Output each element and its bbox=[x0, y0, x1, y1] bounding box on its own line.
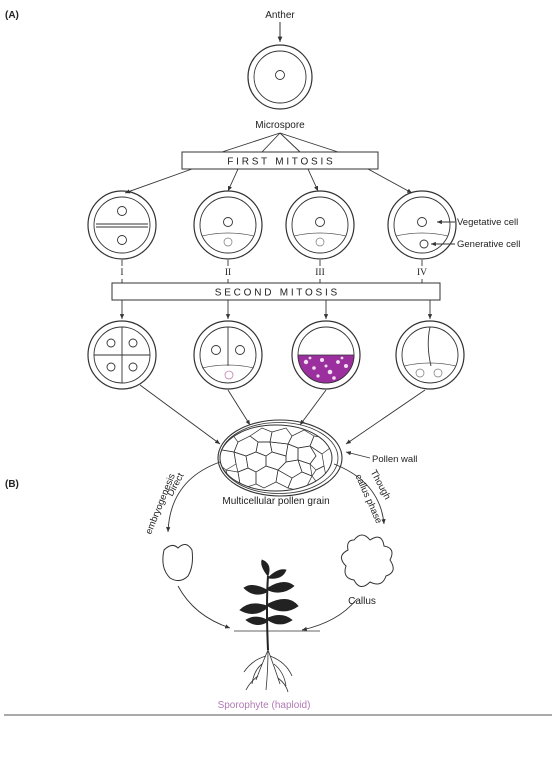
first-mitosis-box: F I R S T M I T O S I S bbox=[181, 151, 379, 170]
microspore-branch-lines bbox=[221, 132, 339, 153]
callus-shape bbox=[341, 534, 394, 587]
callus-phase-arc bbox=[333, 463, 386, 525]
row2-cell-iv bbox=[395, 320, 465, 390]
row1-cell-iii bbox=[285, 190, 355, 260]
direct-embryogenesis-arc bbox=[166, 461, 221, 533]
microspore-label: Microspore bbox=[255, 120, 305, 131]
second-mitosis-label: S E C O N D M I T O S I S bbox=[215, 288, 338, 299]
first-mitosis-arrows bbox=[124, 168, 413, 194]
pollen-wall-pointer bbox=[345, 451, 371, 459]
callus-to-plant-arrow bbox=[301, 599, 357, 632]
embryo-to-plant-arrow bbox=[177, 585, 231, 629]
sporophyte-label: Sporophyte (haploid) bbox=[218, 700, 311, 711]
pathway-numerals: I II III IV bbox=[120, 268, 427, 278]
row1-cell-i bbox=[87, 190, 157, 260]
numeral-ii: II bbox=[225, 268, 231, 278]
numeral-connectors bbox=[121, 260, 423, 283]
converging-arrows bbox=[139, 384, 426, 445]
panel-label-a: (A) bbox=[5, 10, 19, 21]
callus-label: Callus bbox=[348, 596, 376, 607]
row2-cell-ii bbox=[193, 320, 263, 390]
stained-multicellular-region bbox=[297, 354, 355, 384]
embryogenesis-label: embryogenesis bbox=[144, 472, 178, 536]
row2-cell-iii bbox=[291, 320, 361, 390]
vegetative-cell-label: Vegetative cell bbox=[457, 217, 518, 228]
panel-label-b: (B) bbox=[5, 479, 19, 490]
microspore-cell bbox=[247, 44, 313, 110]
pollen-wall-label: Pollen wall bbox=[372, 454, 417, 465]
row1-cell-ii bbox=[193, 190, 263, 260]
row1-cell-iv bbox=[387, 190, 457, 260]
second-mitosis-arrows bbox=[119, 300, 433, 319]
numeral-iv: IV bbox=[417, 268, 427, 278]
numeral-iii: III bbox=[315, 268, 325, 278]
multicellular-pollen-grain-label: Multicellular pollen grain bbox=[222, 496, 329, 507]
second-mitosis-box: S E C O N D M I T O S I S bbox=[111, 282, 441, 301]
numeral-i: I bbox=[120, 268, 123, 278]
embryo-shape bbox=[162, 544, 193, 582]
generative-cell-label: Generative cell bbox=[457, 239, 520, 250]
first-mitosis-label: F I R S T M I T O S I S bbox=[227, 157, 333, 168]
row2-cell-i bbox=[87, 320, 157, 390]
multicellular-pollen-grain bbox=[217, 419, 343, 497]
anther-label: Anther bbox=[265, 10, 295, 21]
sporophyte-plant bbox=[234, 559, 320, 693]
